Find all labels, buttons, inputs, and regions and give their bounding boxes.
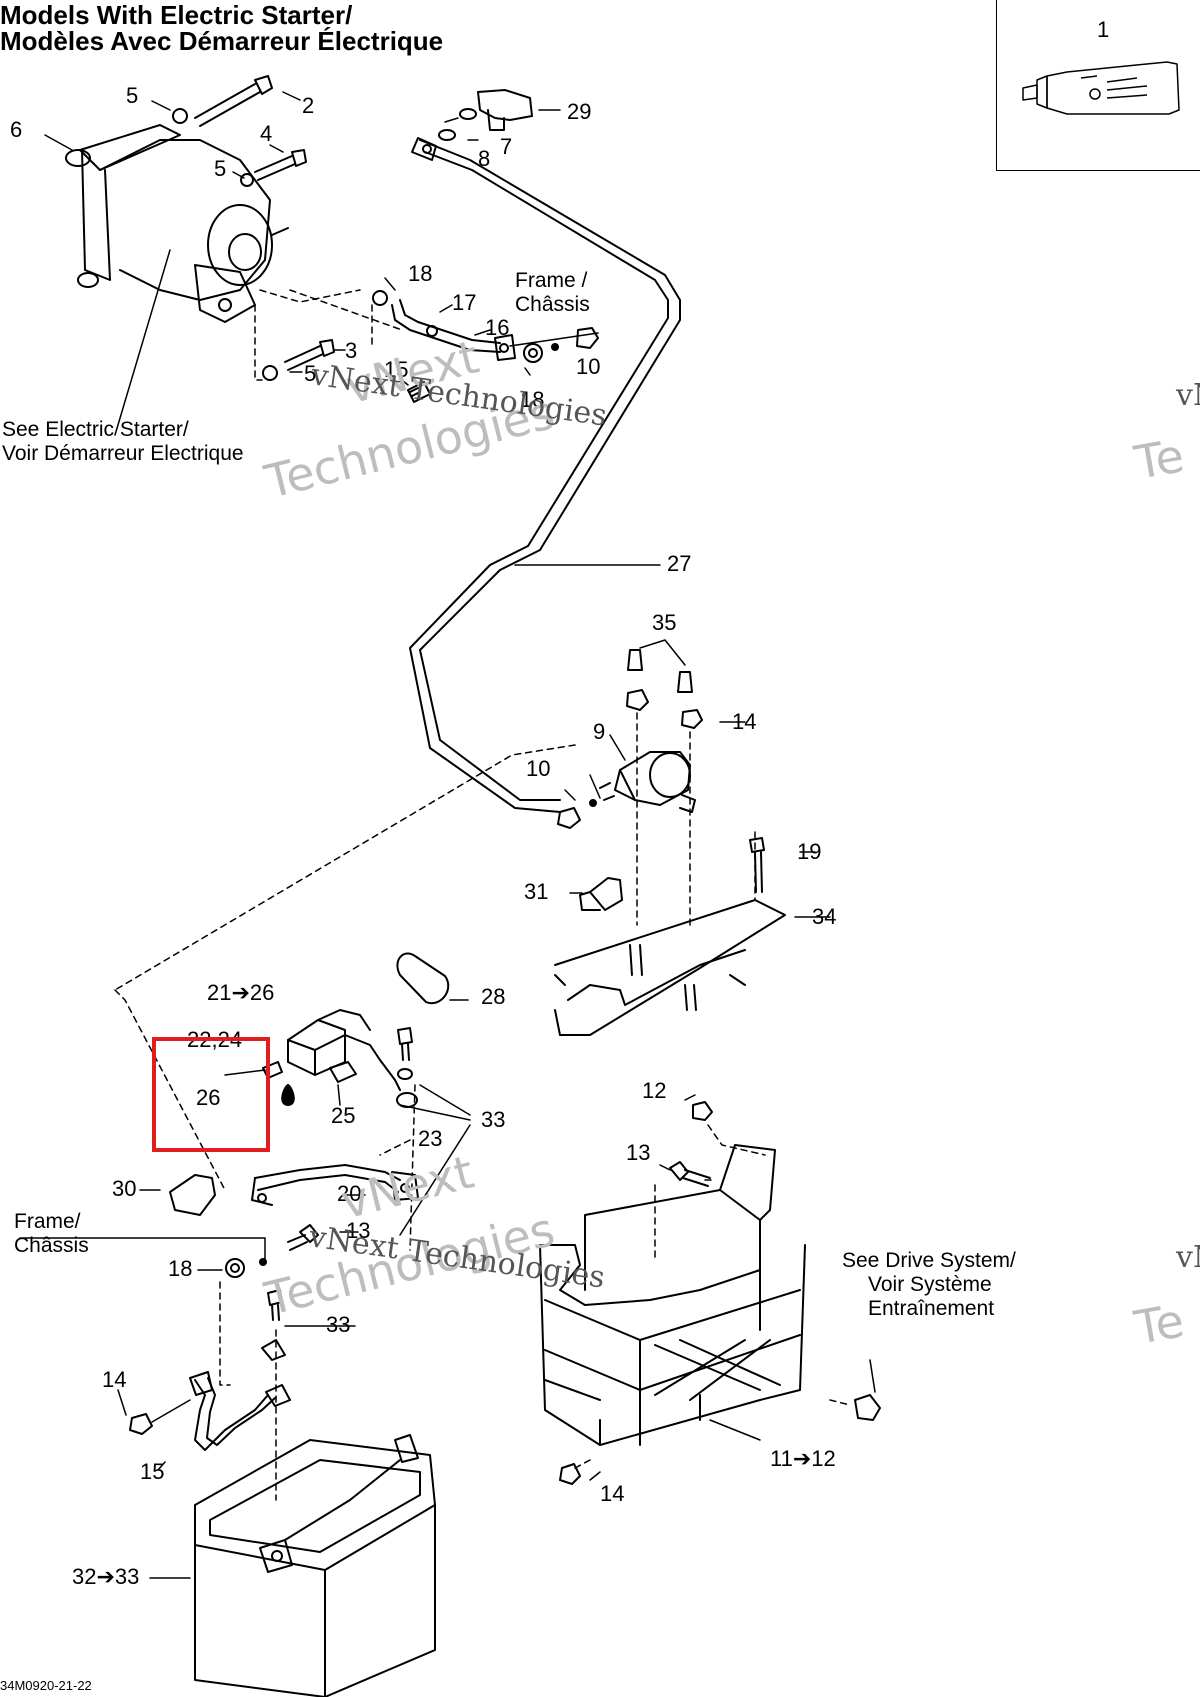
callout-2: 2 [302, 93, 315, 118]
cable-16-drawing [391, 299, 516, 361]
callout-30: 30 [112, 1176, 137, 1201]
callout-13: 13 [626, 1140, 651, 1165]
callout-11-12: 11➔12 [770, 1446, 836, 1471]
highlight-box [152, 1037, 270, 1152]
bolt-13-drawing [287, 1224, 319, 1251]
callout-8: 8 [478, 146, 491, 171]
callout-16: 16 [485, 315, 510, 340]
callout-20: 20 [337, 1181, 362, 1206]
callout-14: 14 [600, 1481, 625, 1506]
battery-drawing [194, 1434, 436, 1697]
note-frame-bottom-line1: Frame/ [14, 1210, 81, 1233]
battery-box-drawing [539, 1144, 806, 1446]
caps-35-drawing [626, 649, 703, 729]
bolt-33b-drawing [267, 1289, 283, 1321]
note-drive-system-line2: Voir Système [868, 1273, 992, 1296]
callout-15: 15 [384, 357, 409, 382]
watermark-edge-technologies: Te [1130, 428, 1188, 490]
note-electric-starter-line2: Voir Démarreur Electrique [2, 442, 244, 465]
cable-15b-drawing [189, 1339, 291, 1451]
callout-1: 1 [1097, 17, 1110, 42]
callout-25: 25 [331, 1103, 356, 1128]
callout-32-33: 32➔33 [72, 1564, 140, 1589]
bolt-13b-drawing [669, 1161, 711, 1187]
callout-23: 23 [418, 1126, 443, 1151]
note-drive-system-line1: See Drive System/ [842, 1249, 1016, 1272]
watermark-edge-technologies: Te [1130, 1293, 1188, 1355]
callout-13: 13 [346, 1218, 371, 1243]
callout-27: 27 [667, 551, 692, 576]
star-washer-18b-drawing [225, 1258, 245, 1278]
note-frame-bottom-line2: Châssis [14, 1234, 89, 1257]
callout-21-26: 21➔26 [207, 980, 275, 1005]
boot-30-drawing [169, 1174, 216, 1216]
callout-34: 34 [812, 904, 837, 929]
starter-motor-drawing [65, 124, 289, 323]
page-title-line2: Modèles Avec Démarreur Électrique [0, 26, 444, 56]
callout-14: 14 [732, 709, 757, 734]
bolt-19-drawing [749, 837, 765, 893]
bracket-34-drawing [554, 899, 786, 1036]
callout-18: 18 [168, 1256, 193, 1281]
cable-20-drawing [251, 1164, 419, 1206]
boot-29-drawing [477, 89, 533, 131]
note-drive-system-line3: Entraînement [868, 1297, 995, 1320]
callout-35: 35 [652, 610, 677, 635]
callout-26: 26 [196, 1085, 221, 1110]
nut-12-drawing [692, 1101, 713, 1121]
callout-31: 31 [524, 879, 549, 904]
bolt-33-drawing [397, 1027, 413, 1061]
watermark-edge-vnext: vN [1176, 1240, 1200, 1275]
note-electric-starter-line1: See Electric Starter/ [2, 418, 189, 441]
sealant-tube-drawing [1022, 61, 1180, 115]
callout-6: 6 [10, 117, 23, 142]
callout-15: 15 [140, 1459, 165, 1484]
note-frame-top-line1: Frame / [515, 269, 588, 292]
callout-33: 33 [481, 1107, 506, 1132]
bolt-4-drawing [254, 149, 307, 181]
callout-12: 12 [642, 1078, 667, 1103]
nut-15-drawing [407, 381, 431, 403]
bolt-2-drawing [194, 75, 273, 127]
callout-4: 4 [260, 121, 273, 146]
callout-3: 3 [345, 338, 358, 363]
callout-10: 10 [576, 354, 601, 379]
callout-14: 14 [102, 1367, 127, 1392]
callout-5: 5 [214, 156, 227, 181]
callout-19: 19 [797, 839, 822, 864]
callout-9: 9 [593, 719, 606, 744]
nut-10b-drawing [557, 807, 581, 829]
cap-28-drawing [396, 952, 450, 1005]
bolt-3-drawing [284, 339, 335, 371]
callout-5: 5 [304, 361, 317, 386]
nut-14c-drawing [559, 1463, 581, 1485]
callout-33: 33 [326, 1312, 351, 1337]
drawing-code: 34M0920-21-22 [0, 1678, 92, 1693]
callout-10: 10 [526, 756, 551, 781]
callout-29: 29 [567, 99, 592, 124]
star-washer-18-drawing [523, 343, 543, 363]
note-frame-top-line2: Châssis [515, 293, 590, 316]
callout-28: 28 [481, 984, 506, 1009]
nut-drive-drawing [854, 1394, 881, 1421]
callout-18: 18 [408, 261, 433, 286]
nut-10-drawing [576, 327, 599, 349]
callout-18: 18 [520, 387, 545, 412]
solenoid-9-drawing [599, 751, 696, 813]
boot-31-drawing [579, 877, 623, 911]
callout-7: 7 [500, 134, 513, 159]
page-title-line1: Models With Electric Starter/ [0, 0, 353, 30]
cable-27-drawing [409, 137, 681, 813]
watermark-edge-vnext: vN [1176, 378, 1200, 413]
nut-14b-drawing [129, 1413, 153, 1435]
callout-17: 17 [452, 290, 477, 315]
callout-5: 5 [126, 83, 139, 108]
inset-box: 1 [996, 0, 1200, 171]
fuse-holder-drawing [262, 1009, 401, 1091]
